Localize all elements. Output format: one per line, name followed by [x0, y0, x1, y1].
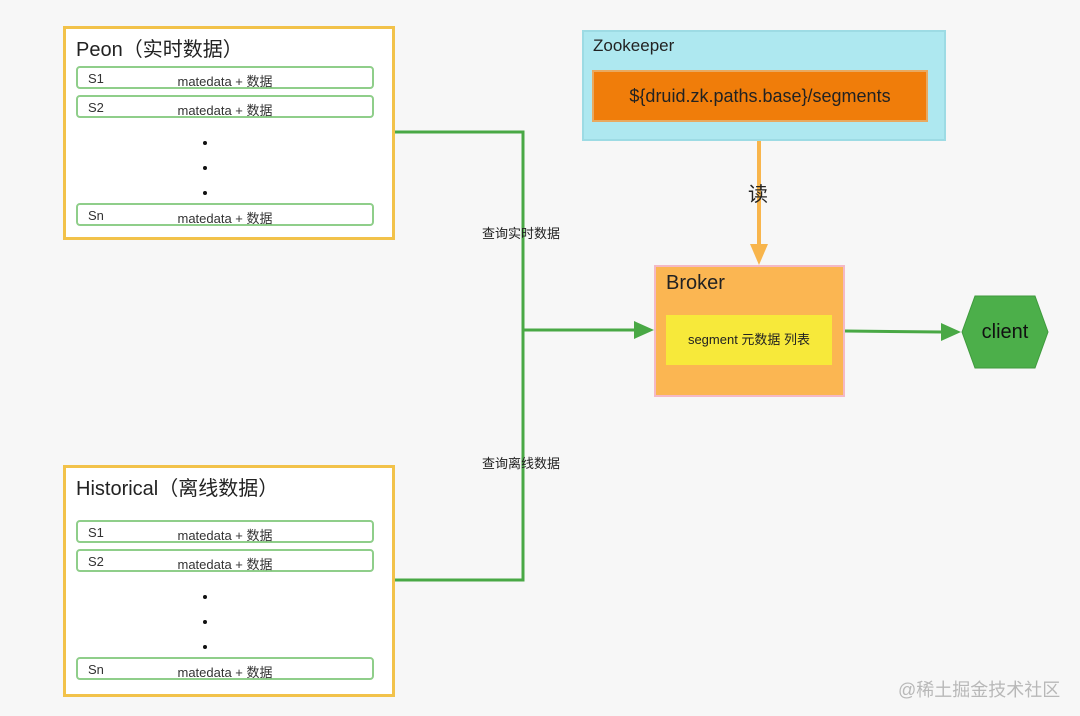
broker-box: Broker segment 元数据 列表 — [654, 265, 845, 397]
peon-segment-row: S1 matedata + 数据 — [76, 66, 374, 89]
segment-metadata-list: segment 元数据 列表 — [666, 315, 832, 365]
historical-title: Historical（离线数据） — [76, 478, 279, 500]
ellipsis-dot — [203, 166, 207, 170]
peon-segment-row: S2 matedata + 数据 — [76, 95, 374, 118]
historical-segment-row: Sn matedata + 数据 — [76, 657, 374, 680]
historical-box: Historical（离线数据） S1 matedata + 数据 S2 mat… — [63, 465, 395, 697]
zookeeper-box: Zookeeper ${druid.zk.paths.base}/segment… — [582, 30, 946, 141]
ellipsis-dot — [203, 595, 207, 599]
segment-value: matedata + 数据 — [177, 103, 273, 118]
offline-query-connector — [394, 330, 525, 582]
segment-id: S1 — [88, 525, 104, 540]
peon-box: Peon（实时数据） S1 matedata + 数据 S2 matedata … — [63, 26, 395, 240]
zookeeper-title: Zookeeper — [593, 36, 675, 55]
segment-value: matedata + 数据 — [177, 557, 273, 572]
ellipsis-dot — [203, 141, 207, 145]
ellipsis-dot — [203, 645, 207, 649]
broker-arrow — [523, 321, 654, 339]
segment-value: matedata + 数据 — [177, 74, 273, 89]
segment-value: matedata + 数据 — [177, 528, 273, 543]
client-arrow — [844, 323, 961, 341]
realtime-query-connector — [394, 130, 525, 330]
ellipsis-dot — [203, 620, 207, 624]
segment-id: S2 — [88, 554, 104, 569]
broker-title: Broker — [666, 272, 725, 294]
realtime-query-label: 查询实时数据 — [482, 226, 561, 241]
client-hexagon[interactable] — [961, 295, 1049, 369]
read-label: 读 — [748, 184, 768, 206]
ellipsis-dot — [203, 191, 207, 195]
peon-segment-row: Sn matedata + 数据 — [76, 203, 374, 226]
segment-value: matedata + 数据 — [177, 665, 273, 680]
segment-id: S1 — [88, 71, 104, 86]
watermark: @稀土掘金技术社区 — [898, 680, 1061, 700]
client-label: client — [981, 321, 1029, 343]
segment-value: matedata + 数据 — [177, 211, 273, 226]
segment-id: Sn — [88, 662, 104, 677]
offline-query-label: 查询离线数据 — [482, 456, 561, 471]
segment-id: S2 — [88, 100, 104, 115]
zookeeper-segments-path: ${druid.zk.paths.base}/segments — [592, 70, 928, 122]
peon-title: Peon（实时数据） — [76, 39, 243, 61]
segment-id: Sn — [88, 208, 104, 223]
historical-segment-row: S1 matedata + 数据 — [76, 520, 374, 543]
historical-segment-row: S2 matedata + 数据 — [76, 549, 374, 572]
